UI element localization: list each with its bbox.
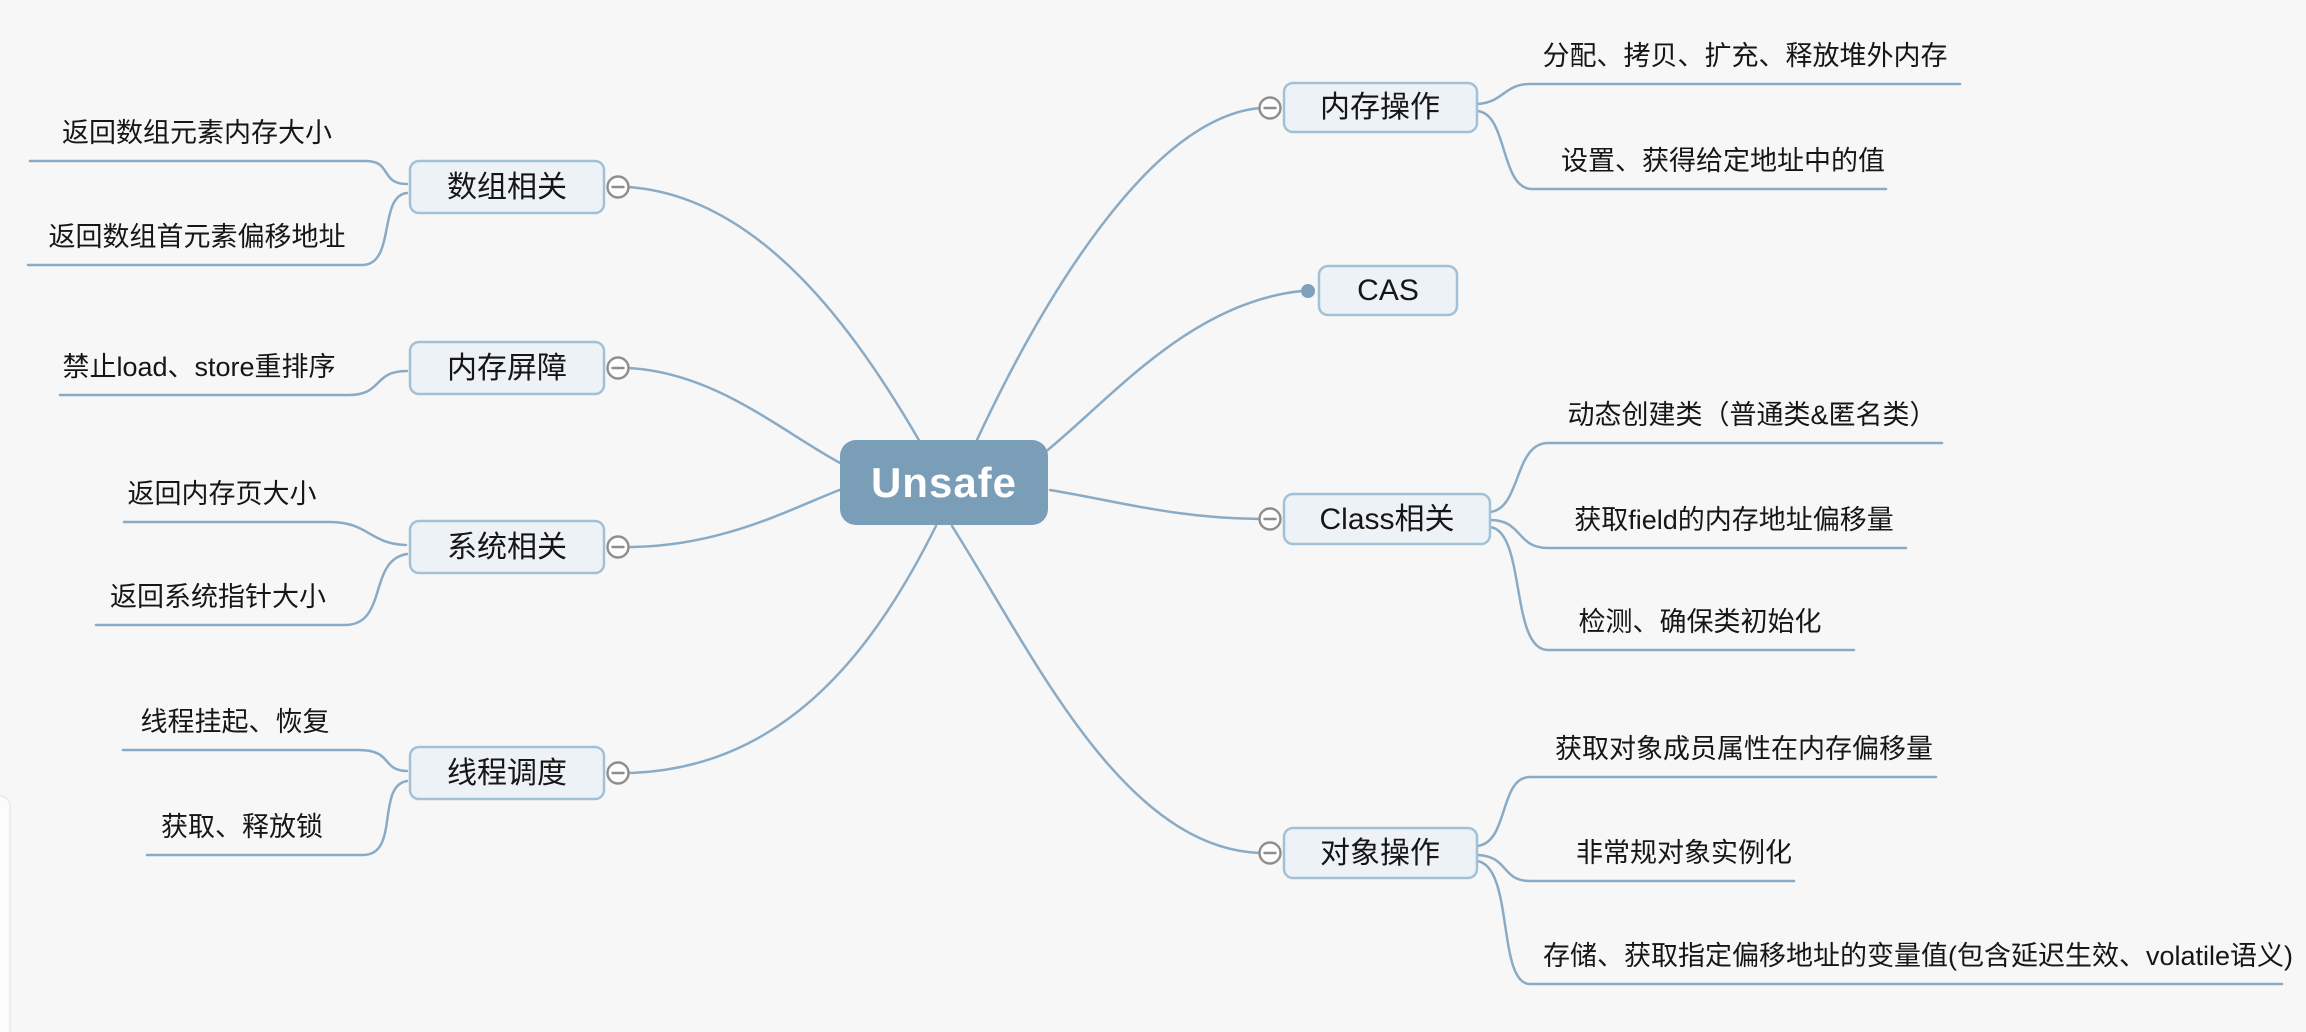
leaf-line (121, 748, 409, 773)
cas-connector-dot (1301, 284, 1315, 298)
leaf-topic[interactable]: 非常规对象实例化 (1576, 838, 1792, 868)
connector-class-related (1048, 488, 1262, 521)
leaf-topic[interactable]: 返回数组首元素偏移地址 (49, 222, 346, 252)
leaf-topic[interactable]: 返回系统指针大小 (110, 582, 326, 612)
branch-array-related: 返回数组元素内存大小 返回数组首元素偏移地址 数组相关 (26, 118, 630, 267)
root-node[interactable] (840, 440, 1048, 525)
leaf-line (1488, 518, 1908, 550)
leaf-topic[interactable]: 设置、获得给定地址中的值 (1561, 146, 1885, 176)
branch-memory-operations: 分配、拷贝、扩充、释放堆外内存 设置、获得给定地址中的值 内存操作 (1258, 41, 1962, 191)
topic-box-cas[interactable] (1317, 264, 1459, 317)
connector-memory-operations (974, 106, 1262, 444)
topic-label-class-related[interactable]: Class相关 (1319, 503, 1454, 536)
connector-thread-scheduling (626, 524, 938, 775)
root-node-group: Unsafe (840, 440, 1048, 525)
root-label[interactable]: Unsafe (871, 459, 1017, 506)
leaf-line (1475, 859, 2284, 986)
topic-label-thread-scheduling[interactable]: 线程调度 (447, 757, 567, 790)
leaf-topic[interactable]: 动态创建类（普通类&匿名类） (1567, 400, 1936, 430)
connector-memory-barrier (626, 366, 844, 466)
leaf-line (26, 191, 409, 267)
topic-box-system-related[interactable] (408, 519, 606, 575)
branch-memory-barrier: 禁止load、store重排序 内存屏障 (58, 340, 630, 397)
topic-label-object-operations[interactable]: 对象操作 (1320, 837, 1440, 870)
leaf-topic[interactable]: 禁止load、store重排序 (62, 352, 335, 382)
topic-box-object-operations[interactable] (1282, 826, 1479, 880)
connector-object-operations (950, 524, 1262, 855)
connector-system-related (626, 487, 844, 549)
topic-label-memory-barrier[interactable]: 内存屏障 (447, 352, 567, 385)
leaf-line (1475, 82, 1962, 106)
topic-box-class-related[interactable] (1282, 492, 1492, 546)
leaf-line (58, 369, 409, 397)
leaf-topic[interactable]: 检测、确保类初始化 (1579, 607, 1822, 637)
leaf-line (1475, 775, 1938, 848)
branch-system-related: 返回内存页大小 返回系统指针大小 系统相关 (94, 479, 630, 627)
connector-cas (1042, 289, 1304, 455)
topic-label-system-related[interactable]: 系统相关 (447, 531, 567, 564)
topic-label-array-related[interactable]: 数组相关 (447, 171, 567, 204)
branch-cas: CAS (1301, 264, 1459, 317)
leaf-line (122, 520, 408, 547)
branch-object-operations: 获取对象成员属性在内存偏移量 非常规对象实例化 存储、获取指定偏移地址的变量值(… (1258, 734, 2293, 986)
side-panel-edge (0, 795, 11, 1032)
topic-label-cas[interactable]: CAS (1357, 274, 1419, 307)
branch-class-related: 动态创建类（普通类&匿名类） 获取field的内存地址偏移量 检测、确保类初始化… (1258, 400, 1944, 652)
connector-array-related (626, 185, 922, 444)
leaf-line (145, 779, 409, 857)
topic-label-memory-operations[interactable]: 内存操作 (1320, 91, 1440, 124)
leaf-line (1475, 109, 1888, 191)
leaf-topic[interactable]: 获取、释放锁 (161, 812, 323, 842)
leaf-topic[interactable]: 线程挂起、恢复 (141, 707, 330, 737)
topic-box-memory-barrier[interactable] (408, 340, 606, 396)
leaf-line (94, 552, 409, 627)
leaf-topic[interactable]: 存储、获取指定偏移地址的变量值(包含延迟生效、volatile语义) (1543, 941, 2293, 971)
leaf-line (1488, 525, 1856, 652)
branch-thread-scheduling: 线程挂起、恢复 获取、释放锁 线程调度 (121, 707, 630, 857)
topic-box-memory-operations[interactable] (1282, 81, 1479, 134)
leaf-topic[interactable]: 分配、拷贝、扩充、释放堆外内存 (1543, 41, 1948, 71)
leaf-line (28, 159, 409, 186)
leaf-topic[interactable]: 返回内存页大小 (128, 479, 317, 509)
leaf-topic[interactable]: 返回数组元素内存大小 (62, 118, 332, 148)
leaf-topic[interactable]: 获取对象成员属性在内存偏移量 (1555, 734, 1933, 764)
leaf-topic[interactable]: 获取field的内存地址偏移量 (1574, 505, 1894, 535)
topic-box-thread-scheduling[interactable] (408, 745, 606, 801)
topic-box-array-related[interactable] (408, 159, 606, 215)
leaf-line (1475, 853, 1796, 883)
leaf-line (1488, 441, 1944, 514)
